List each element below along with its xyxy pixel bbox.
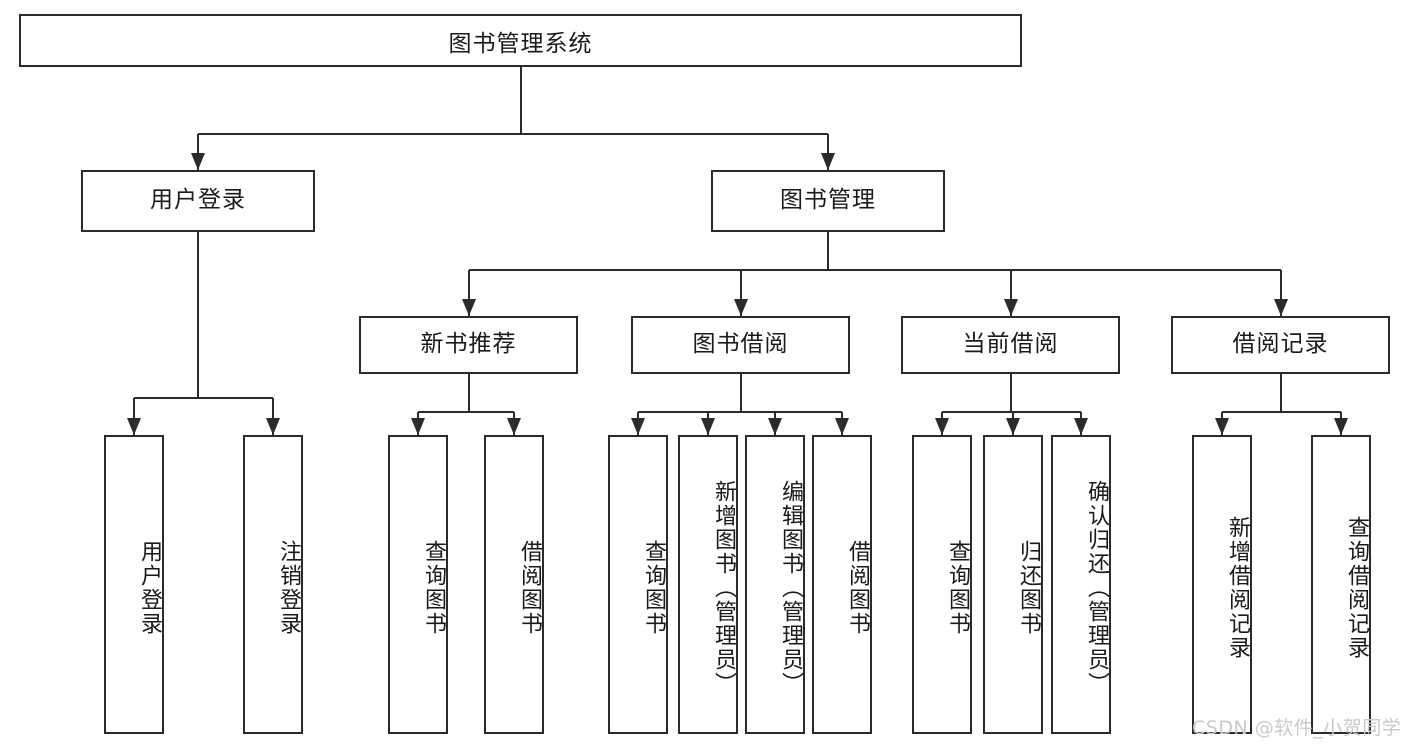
edge-root-bus [198,133,828,135]
level1-node-0[interactable]: 用户登录 [81,170,315,232]
arrowhead-login-to-leaf-1 [266,418,280,435]
root-node[interactable]: 图书管理系统 [19,14,1022,67]
leaf-node-11-label: 新增借阅记录 [1225,515,1250,660]
edge-level1-to-level2-3 [1279,270,1282,316]
edge-login-to-leaf-1 [272,398,274,435]
level2-node-1[interactable]: 图书借阅 [631,316,850,374]
level1-node-1-label: 图书管理 [780,187,876,214]
edge-level1-to-level2-0 [467,270,470,316]
leaf-node-5-label: 新增图书（管理员） [711,479,736,696]
level2-node-2-label: 当前借阅 [962,331,1059,358]
level2-node-3-label: 借阅记录 [1232,331,1329,358]
arrowhead-level2-1-to-leaf-2 [768,418,782,435]
leaf-node-12-label: 查询借阅记录 [1344,515,1369,660]
arrowhead-level2-2-to-leaf-0 [935,418,949,435]
watermark-text: CSDN @软件_小贺同学 [1192,717,1402,739]
leaf-node-9-label: 归还图书 [1016,539,1041,636]
edge-level2-0-bus [418,411,514,413]
leaf-node-6-label: 编辑图书（管理员） [778,479,803,696]
leaf-node-4-label: 查询图书 [641,539,666,636]
arrowhead-level2-3-to-leaf-1 [1334,418,1348,435]
leaf-node-10-label: 确认归还（管理员） [1084,479,1109,696]
edge-level1-to-level2-1 [739,270,742,316]
leaf-node-1-label: 注销登录 [276,539,301,636]
level2-node-1-label: 图书借阅 [692,331,789,358]
edge-level2-1-stem [739,374,742,412]
leaf-node-0[interactable]: 用户登录 [104,435,164,734]
edge-root-to-level1-1 [827,134,829,170]
leaf-node-8[interactable]: 查询图书 [912,435,972,734]
leaf-node-7-label: 借阅图书 [845,539,870,636]
leaf-node-6[interactable]: 编辑图书（管理员） [745,435,805,734]
edge-level2-3-bus [1222,411,1341,413]
edge-level2-1-bus [638,411,842,413]
leaf-node-0-label: 用户登录 [137,539,162,636]
level1-node-1[interactable]: 图书管理 [711,170,945,232]
leaf-node-1[interactable]: 注销登录 [243,435,303,734]
edge-level1-1-stem [827,232,829,270]
arrowhead-login-to-leaf-0 [127,418,141,435]
arrowhead-level2-2-to-leaf-1 [1006,418,1020,435]
arrowhead-level2-3-to-leaf-0 [1215,418,1229,435]
arrowhead-root-to-level1-1 [821,153,835,170]
edge-login-bus [134,397,273,399]
arrowhead-root-to-level1-0 [191,153,205,170]
leaf-node-5[interactable]: 新增图书（管理员） [678,435,738,734]
leaf-node-11[interactable]: 新增借阅记录 [1192,435,1252,734]
arrowhead-level2-1-to-leaf-0 [631,418,645,435]
edge-root-to-level1-0 [197,134,199,170]
edge-level2-0-stem [467,374,470,412]
arrowhead-level1-to-level2-2 [1003,299,1018,316]
level1-node-0-label: 用户登录 [150,187,246,214]
edge-level1-0-stem [197,232,199,398]
arrowhead-level1-to-level2-1 [733,299,748,316]
level2-node-0-label: 新书推荐 [420,331,517,358]
leaf-node-4[interactable]: 查询图书 [608,435,668,734]
leaf-node-8-label: 查询图书 [945,539,970,636]
arrowhead-level2-0-to-leaf-1 [507,418,521,435]
level2-node-0[interactable]: 新书推荐 [359,316,578,374]
arrowhead-level2-0-to-leaf-0 [411,418,425,435]
leaf-node-2[interactable]: 查询图书 [388,435,448,734]
arrowhead-level1-to-level2-0 [461,299,476,316]
edge-level2-3-stem [1279,374,1282,412]
edge-login-to-leaf-0 [133,398,135,435]
arrowhead-level2-2-to-leaf-2 [1074,418,1088,435]
leaf-node-2-label: 查询图书 [421,539,446,636]
leaf-node-10[interactable]: 确认归还（管理员） [1051,435,1111,734]
leaf-node-12[interactable]: 查询借阅记录 [1311,435,1371,734]
edge-level2-bus [468,269,1281,271]
leaf-node-3[interactable]: 借阅图书 [484,435,544,734]
leaf-node-9[interactable]: 归还图书 [983,435,1043,734]
edge-level2-2-stem [1009,374,1012,412]
arrowhead-level2-1-to-leaf-1 [701,418,715,435]
leaf-node-7[interactable]: 借阅图书 [812,435,872,734]
edge-root-stem [519,67,522,134]
leaf-node-3-label: 借阅图书 [517,539,542,636]
arrowhead-level1-to-level2-3 [1273,299,1288,316]
level2-node-3[interactable]: 借阅记录 [1171,316,1390,374]
edge-level1-to-level2-2 [1009,270,1012,316]
level2-node-2[interactable]: 当前借阅 [901,316,1120,374]
edge-level2-2-bus [942,411,1081,413]
arrowhead-level2-1-to-leaf-3 [835,418,849,435]
root-node-label: 图书管理系统 [448,30,593,57]
